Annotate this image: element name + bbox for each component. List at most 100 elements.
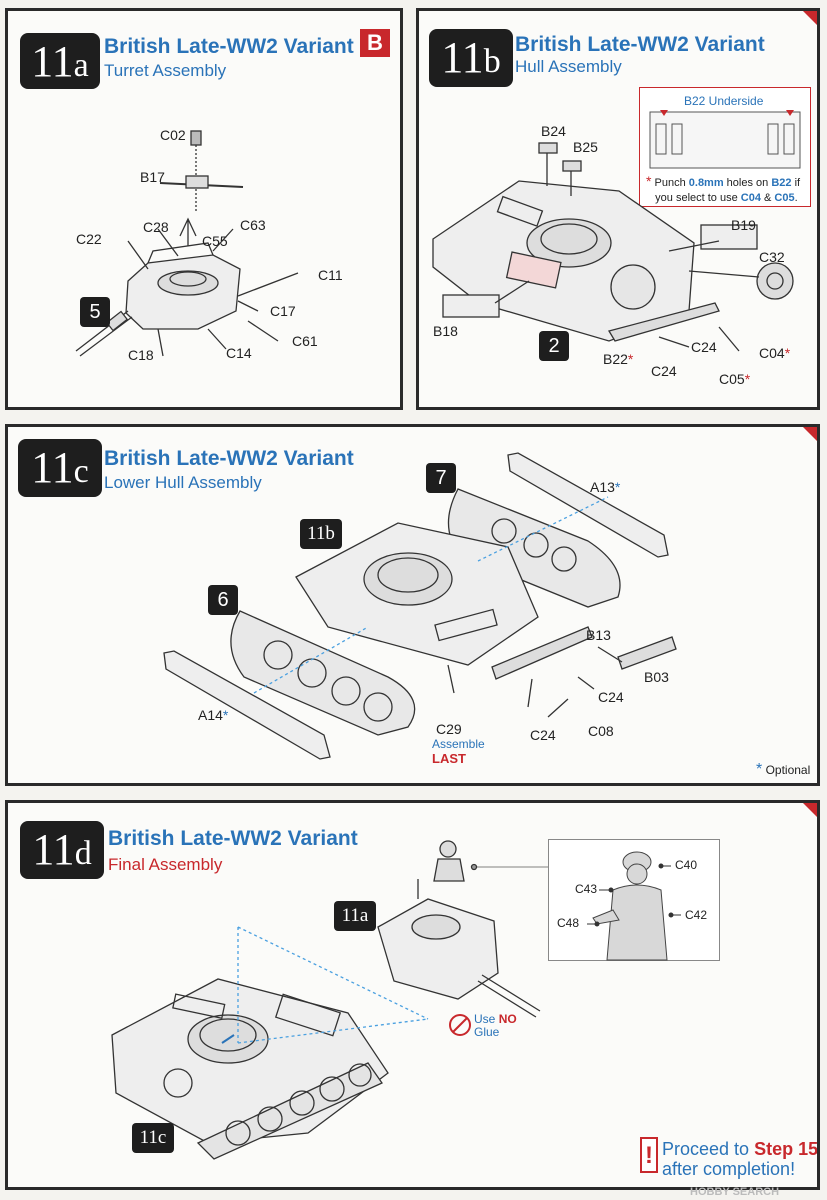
part-label: C22 <box>76 231 102 247</box>
part-label: C14 <box>226 345 252 361</box>
ref-step-badge: 5 <box>80 297 110 327</box>
part-label: C42 <box>685 908 708 922</box>
ref-step-badge: 11a <box>334 901 376 931</box>
part-label: C63 <box>240 217 266 233</box>
part-label: B18 <box>433 323 458 339</box>
part-label: B24 <box>541 123 566 139</box>
proceed-text: Proceed to <box>662 1139 750 1159</box>
figure-inset: C40 C43 C42 C48 <box>548 839 720 961</box>
part-label: B03 <box>644 669 669 685</box>
proceed-step: Step 15 <box>754 1139 819 1159</box>
part-label-a13: A13* <box>590 479 620 495</box>
part-label: C11 <box>318 267 343 283</box>
step-letter: c <box>73 453 89 490</box>
part-label: C17 <box>270 303 296 319</box>
watermark: HOBBY SEARCH <box>690 1186 780 1198</box>
panel-subtitle: Final Assembly <box>108 855 223 874</box>
part-label: C24 <box>598 689 624 705</box>
panel-subtitle: Turret Assembly <box>104 61 227 80</box>
part-code: B22 <box>603 351 628 367</box>
ref-step-badge: 6 <box>208 585 238 615</box>
lower-hull-drawing <box>163 452 677 760</box>
note-text-part: you select to use <box>655 192 741 204</box>
part-label: B13 <box>586 627 611 643</box>
part-label: C18 <box>128 347 154 363</box>
panel-title: British Late-WW2 Variant <box>104 35 354 58</box>
asterisk: * <box>756 761 763 778</box>
note-star: * <box>646 173 652 189</box>
part-label: B17 <box>140 169 165 185</box>
note-text-part: & <box>760 192 775 204</box>
step-letter: a <box>73 47 89 84</box>
note-text-part: C04 <box>740 192 761 204</box>
ref-step-badge: 2 <box>539 331 569 361</box>
panel-subtitle: Lower Hull Assembly <box>104 473 262 492</box>
glue-use-text: Use <box>474 1012 496 1026</box>
hull-assembly-drawing <box>432 142 794 352</box>
sheet-badge: B <box>360 29 390 57</box>
note-text-part: holes on <box>723 177 772 189</box>
corner-mark <box>803 427 817 441</box>
panel-title: British Late-WW2 Variant <box>104 447 354 470</box>
last-note: LAST <box>432 751 466 766</box>
part-label: C43 <box>575 882 598 896</box>
part-code: A14 <box>198 707 223 723</box>
part-label: C55 <box>202 233 228 249</box>
step-number: 11 <box>32 825 75 874</box>
asterisk: * <box>784 345 791 361</box>
proceed-note: Proceed to Step 15 after completion! <box>662 1139 819 1179</box>
panel-title: British Late-WW2 Variant <box>515 33 765 56</box>
part-label: C28 <box>143 219 169 235</box>
step-number: 11 <box>31 37 74 86</box>
optional-legend: * Optional <box>756 761 810 779</box>
no-glue-note: Use NO Glue <box>474 1013 517 1039</box>
part-label: C24 <box>691 339 717 355</box>
part-code: A13 <box>590 479 615 495</box>
b22-underside-drawing <box>649 110 801 169</box>
step-number: 11 <box>441 33 484 82</box>
ref-step-badge: 11c <box>132 1123 174 1153</box>
note-text-part: 0.8mm <box>688 177 724 189</box>
commander-figure-drawing <box>587 851 681 961</box>
part-label: B19 <box>731 217 756 233</box>
part-label: C48 <box>557 916 580 930</box>
note-text-part: C05 <box>774 192 795 204</box>
part-code: C05 <box>719 371 745 387</box>
step-letter: d <box>74 835 92 872</box>
part-label: C32 <box>759 249 785 265</box>
asterisk: * <box>744 371 751 387</box>
ref-step-badge: 7 <box>426 463 456 493</box>
part-label: C40 <box>675 858 698 872</box>
glue-no-text: NO <box>498 1012 517 1026</box>
asterisk: * <box>614 479 621 495</box>
part-label-c05: C05* <box>719 371 750 387</box>
part-label-a14: A14* <box>198 707 228 723</box>
part-label: C02 <box>160 127 186 143</box>
part-label-b22: B22* <box>603 351 633 367</box>
note-text-part: Punch <box>654 177 689 189</box>
note-text: * Punch 0.8mm holes on B22 if you select… <box>646 174 810 206</box>
part-label: C29 <box>436 721 462 737</box>
part-label: B25 <box>573 139 598 155</box>
proceed-text: after completion! <box>662 1159 796 1179</box>
step-number: 11 <box>31 443 74 492</box>
assemble-note: Assemble <box>432 737 485 751</box>
part-code: C04 <box>759 345 785 361</box>
note-text-part: B22 <box>771 177 792 189</box>
note-text-part: . <box>794 192 798 204</box>
final-assembly-drawing <box>111 840 548 1160</box>
b22-note-box: B22 Underside * Punch 0.8mm holes on B22… <box>639 87 811 207</box>
part-label: C61 <box>292 333 318 349</box>
note-text-part: if <box>791 177 801 189</box>
part-label: C08 <box>588 723 614 739</box>
glue-word-text: Glue <box>474 1025 500 1039</box>
part-label: C24 <box>651 363 677 379</box>
part-label-c04: C04* <box>759 345 790 361</box>
